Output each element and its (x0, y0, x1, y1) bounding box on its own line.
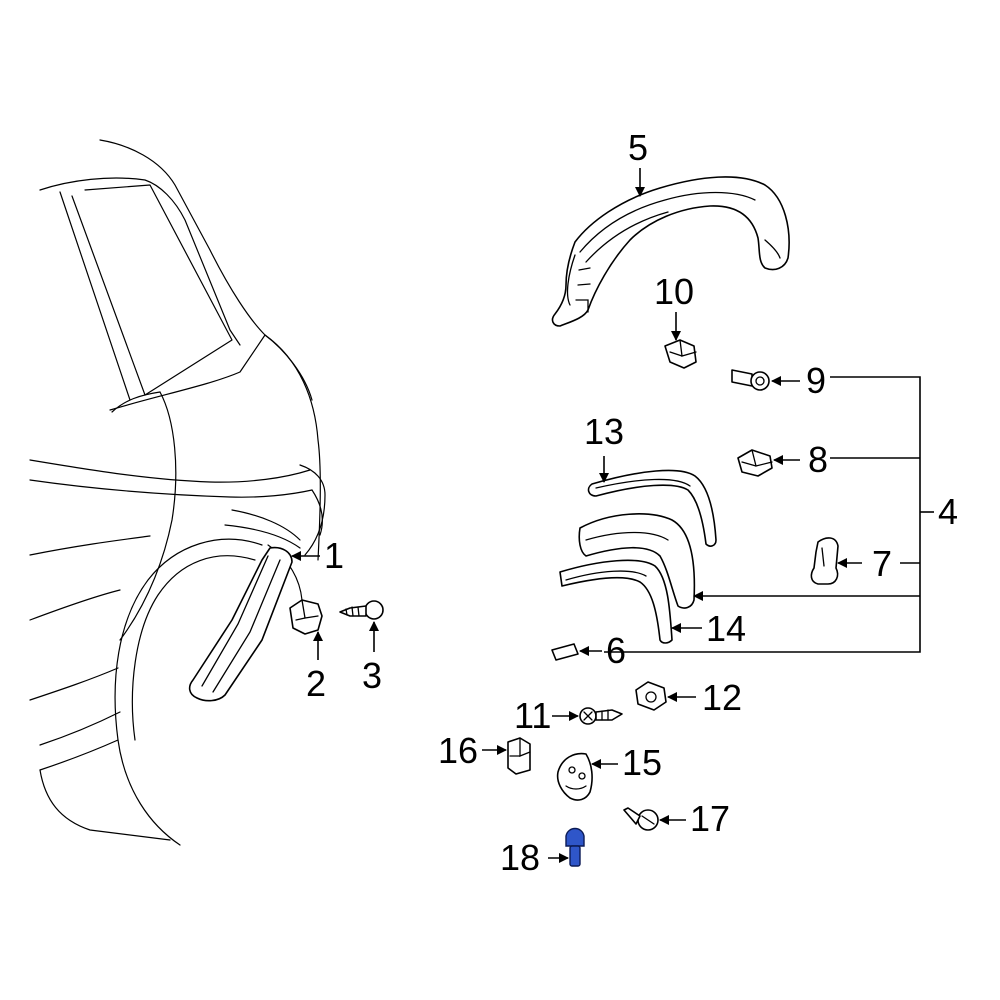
part-10-clip (664, 339, 697, 369)
part-2-clip-nut (289, 599, 323, 635)
part-15-bracket (556, 752, 593, 801)
callout-3: 3 (362, 655, 382, 696)
callout-15: 15 (622, 742, 662, 783)
part-16-clip (507, 737, 531, 775)
part-11-screw (579, 707, 623, 725)
callout-7: 7 (872, 543, 892, 584)
callout-6: 6 (606, 630, 626, 671)
callout-1: 1 (324, 535, 344, 576)
callout-4: 4 (938, 491, 958, 532)
callout-11: 11 (514, 695, 551, 736)
part-12-nut (635, 681, 667, 711)
part-17-screw (623, 807, 659, 831)
callout-12: 12 (702, 677, 742, 718)
callout-17: 17 (690, 798, 730, 839)
bracket-4 (604, 376, 921, 653)
leader-lines (291, 168, 934, 863)
callout-5: 5 (628, 127, 648, 168)
part-18-bolt-highlighted (565, 827, 585, 867)
callout-13: 13 (584, 411, 624, 452)
callout-10: 10 (654, 271, 694, 312)
part-9-fastener (731, 369, 770, 391)
callout-18: 18 (500, 837, 540, 878)
part-4-flare-assembly (559, 513, 696, 644)
callout-2: 2 (306, 663, 326, 704)
part-5-fender-flare (551, 176, 790, 327)
part-6-tape (551, 643, 579, 661)
vehicle-rear-quarter (29, 139, 326, 846)
part-1-fender-extension (188, 546, 293, 702)
callout-9: 9 (806, 360, 826, 401)
part-8-retainer (737, 449, 773, 477)
callout-16: 16 (438, 730, 478, 771)
callout-14: 14 (706, 608, 746, 649)
part-7-mud-guard (810, 537, 839, 585)
callout-labels: 1 2 3 4 5 6 7 8 9 10 11 12 13 14 15 16 1… (306, 127, 958, 878)
part-3-screw (339, 600, 384, 620)
callout-8: 8 (808, 439, 828, 480)
part-13-moulding (587, 469, 717, 547)
